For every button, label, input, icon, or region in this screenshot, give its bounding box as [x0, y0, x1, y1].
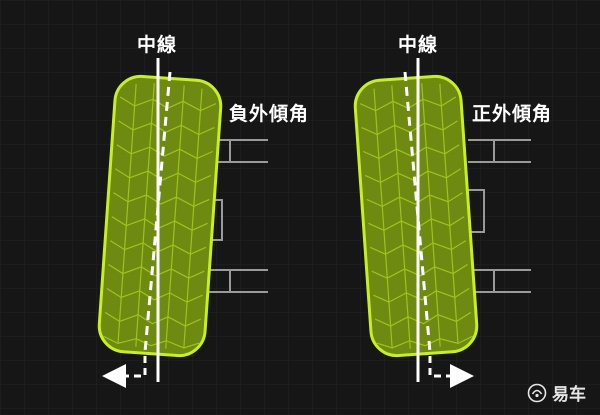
left-wheel-assembly	[97, 58, 268, 388]
right-axle	[468, 139, 531, 293]
right-wheel-assembly	[353, 58, 531, 388]
left-centerline-label: 中線	[137, 34, 178, 56]
right-camber-label: 正外傾角	[472, 103, 553, 125]
right-tilt-arrow	[428, 356, 474, 388]
right-tire-axis-dashed	[403, 71, 432, 353]
left-tire-axis-dashed	[143, 71, 172, 353]
left-camber-label: 負外傾角	[229, 103, 310, 125]
left-tire	[97, 74, 223, 358]
yiche-logo-icon	[527, 383, 547, 402]
watermark: 易车	[527, 380, 586, 405]
watermark-text: 易车	[552, 385, 586, 405]
left-tilt-arrow	[102, 356, 147, 388]
right-tire	[353, 74, 479, 358]
right-centerline-label: 中線	[398, 34, 439, 56]
